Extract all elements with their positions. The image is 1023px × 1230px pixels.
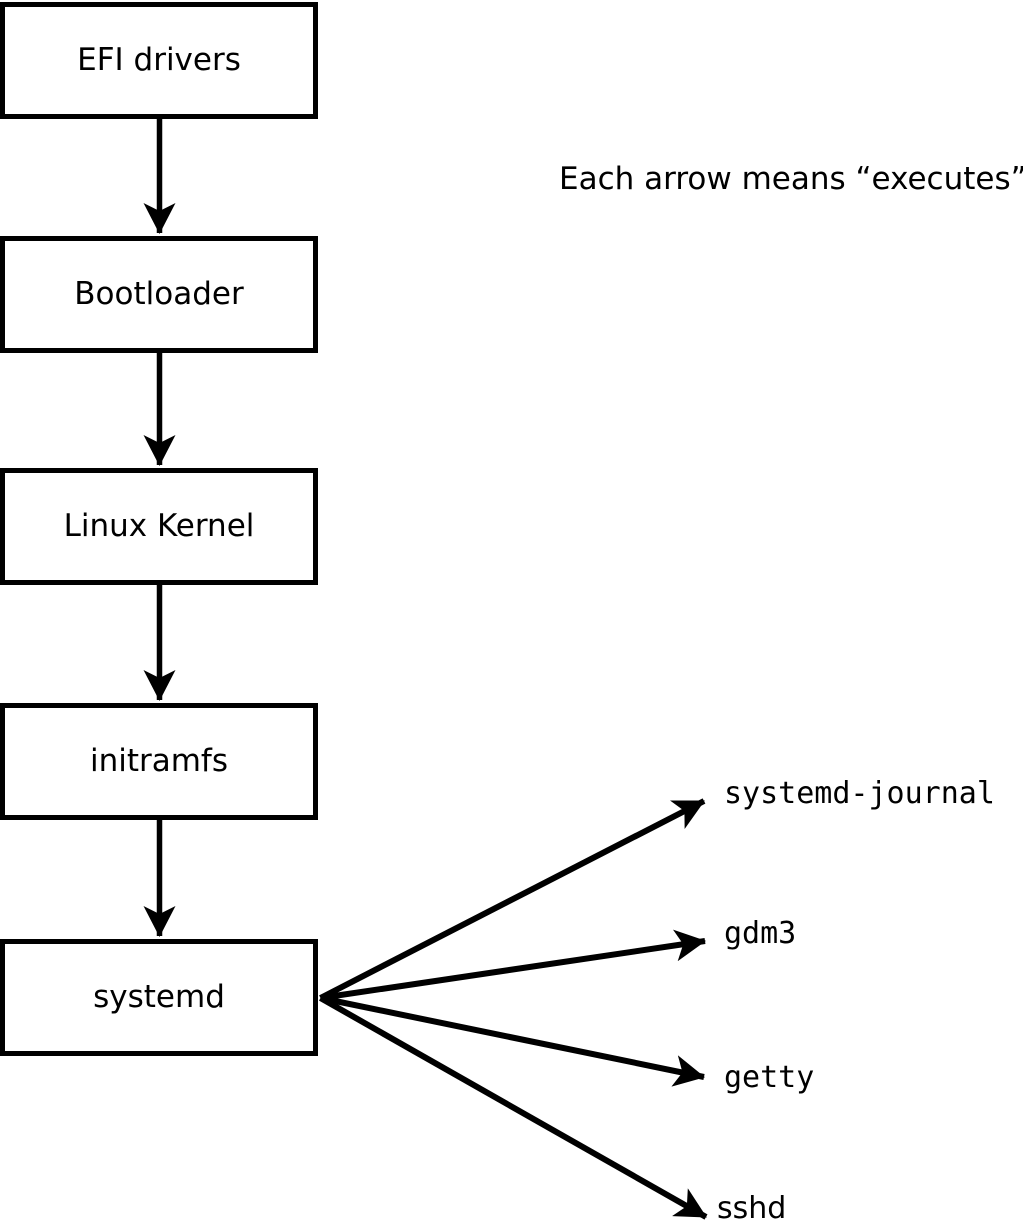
node-linux-kernel: Linux Kernel [0, 468, 318, 585]
node-initramfs-label: initramfs [89, 743, 229, 779]
arrow-systemd-to-journal [319, 798, 706, 1001]
node-systemd-label: systemd [93, 979, 225, 1015]
arrow-legend-note: Each arrow means “executes”. [559, 161, 1023, 197]
arrow-systemd-to-sshd [319, 995, 708, 1220]
node-initramfs: initramfs [0, 703, 318, 820]
label-getty: getty [724, 1060, 815, 1095]
node-efi-drivers-label: EFI drivers [77, 42, 241, 78]
arrow-systemd-to-gdm3 [320, 929, 706, 1001]
label-gdm3: gdm3 [724, 916, 797, 951]
arrow-systemd-to-getty [319, 995, 705, 1087]
node-bootloader: Bootloader [0, 236, 318, 353]
node-bootloader-label: Bootloader [74, 276, 244, 312]
label-sshd: sshd [717, 1191, 787, 1226]
node-efi-drivers: EFI drivers [0, 2, 318, 119]
label-systemd-journal: systemd-journal [724, 776, 995, 811]
node-systemd: systemd [0, 939, 318, 1056]
node-linux-kernel-label: Linux Kernel [63, 508, 255, 544]
